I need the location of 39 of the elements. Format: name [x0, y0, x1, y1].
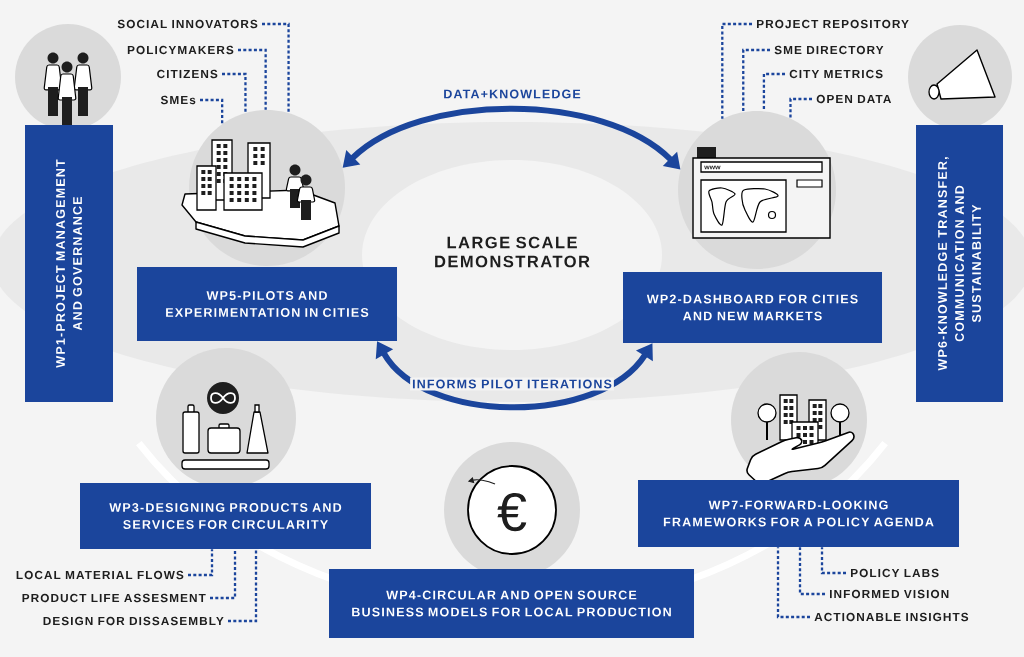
work-package-box: WP2-DASHBOARD FOR CITIES AND NEW MARKETS — [623, 272, 882, 343]
leader-line — [776, 547, 810, 619]
leader-line — [238, 48, 267, 110]
callout-label: INFORMED VISION — [830, 589, 949, 599]
work-package-box: WP6-KNOWLEDGE TRANSFER, COMMUNICATION AND SUSTAINABILITY — [916, 125, 1003, 402]
callout-label: PROJECT REPOSITORY — [757, 19, 909, 29]
callout-label: PRODUCT LIFE ASSESMENT — [22, 593, 206, 603]
callout-label: ACTIONABLE INSIGHTS — [814, 612, 969, 622]
leader-line — [820, 547, 846, 575]
leader-line — [789, 97, 812, 119]
browser-drawing — [678, 111, 836, 269]
leader-line — [262, 22, 290, 113]
leader-line — [210, 549, 237, 600]
work-package-box: WP4-CIRCULAR AND OPEN SOURCE BUSINESS MODELS FOR LOCAL PRODUCTION — [329, 569, 694, 638]
work-package-box: WP3-DESIGNING PRODUCTS AND SERVICES FOR CIRCULARITY — [80, 483, 371, 549]
euro-sign: € — [497, 492, 527, 532]
work-package-box: WP7-FORWARD-LOOKING FRAMEWORKS FOR A POLICY AGENDA — [638, 480, 959, 547]
leader-line — [762, 72, 785, 112]
leader-line — [798, 547, 825, 596]
callout-label: POLICYMAKERS — [127, 45, 234, 55]
callout-label: DESIGN FOR DISSASEMBLY — [43, 616, 224, 626]
callout-label: CITIZENS — [157, 69, 218, 79]
callout-label: SOCIAL INNOVATORS — [117, 19, 258, 29]
leader-line — [222, 72, 247, 113]
work-package-box: WP5-PILOTS AND EXPERIMENTATION IN CITIES — [137, 267, 397, 341]
callout-label: LOCAL MATERIAL FLOWS — [16, 570, 184, 580]
callout-label: OPEN DATA — [816, 94, 892, 104]
center-title: LARGE SCALE DEMONSTRATOR — [435, 236, 590, 268]
leader-line — [721, 22, 752, 119]
leader-line — [188, 549, 214, 577]
work-package-box: WP1-PROJECT MANAGEMENT AND GOVERNANCE — [25, 125, 113, 402]
callout-label: CITY METRICS — [789, 69, 883, 79]
callout-label: SMEs — [160, 95, 196, 105]
city-drawing — [181, 110, 345, 266]
leader-line — [742, 48, 770, 112]
callout-label: POLICY LABS — [851, 568, 939, 578]
callout-label: SME DIRECTORY — [774, 45, 884, 55]
leader-line — [200, 98, 224, 124]
leader-line — [228, 549, 258, 623]
